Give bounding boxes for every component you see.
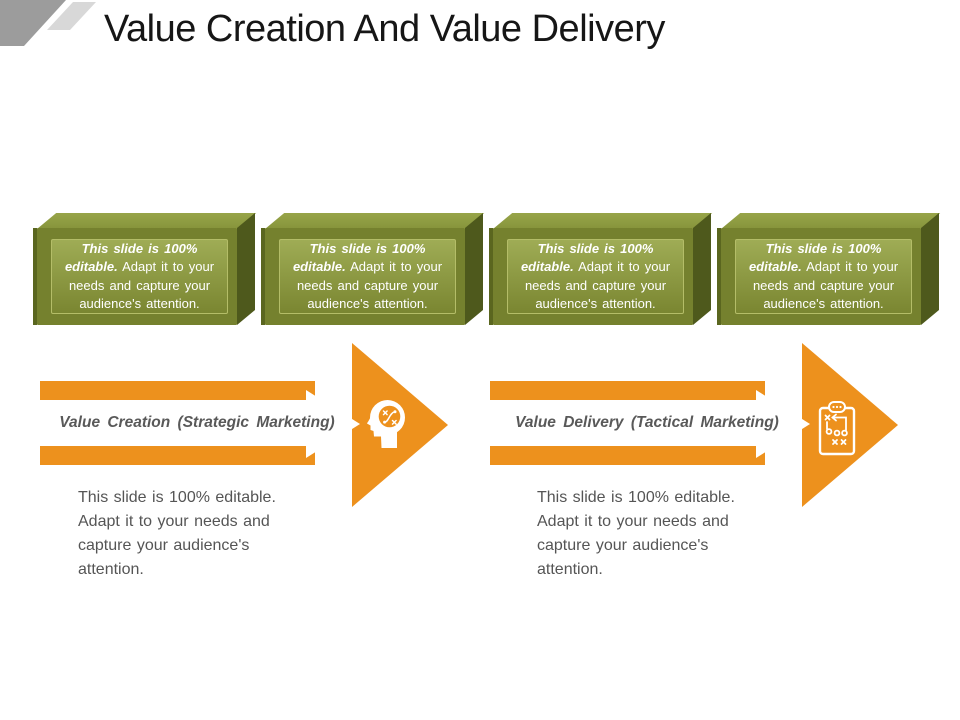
editable-box-1: This slide is 100% editable. Adapt it to…	[33, 213, 257, 325]
clipboard-tactics-icon	[818, 401, 856, 456]
box-inner-panel: This slide is 100% editable. Adapt it to…	[279, 239, 456, 314]
box-left-edge	[33, 228, 37, 325]
box-text-highlight: This slide is 100% editable.	[520, 240, 654, 275]
box-top-face	[721, 213, 941, 229]
arrow-top-bar	[40, 381, 315, 400]
arrow-label: Value Delivery (Tactical Marketing)	[515, 414, 779, 431]
box-left-edge	[717, 228, 721, 325]
box-text-highlight: This slide is 100% editable.	[748, 240, 882, 275]
arrow-top-bar	[490, 381, 765, 400]
corner-dark-shape	[0, 0, 66, 46]
box-side-face	[465, 213, 483, 325]
editable-box-4: This slide is 100% editable. Adapt it to…	[717, 213, 941, 325]
box-front-face: This slide is 100% editable. Adapt it to…	[265, 228, 465, 325]
process-arrow-value-creation: Value Creation (Strategic Marketing)	[40, 343, 450, 508]
box-top-face	[493, 213, 713, 229]
page-title: Value Creation And Value Delivery	[104, 8, 665, 50]
arrow-head	[802, 343, 898, 507]
box-text: This slide is 100% editable. Adapt it to…	[736, 240, 911, 314]
arrow-bottom-bar	[40, 446, 315, 465]
box-side-face	[921, 213, 939, 325]
box-side-face	[237, 213, 255, 325]
process-arrow-value-delivery: Value Delivery (Tactical Marketing)	[490, 343, 900, 508]
box-front-face: This slide is 100% editable. Adapt it to…	[721, 228, 921, 325]
box-text-body: Adapt it to your needs and capture your …	[296, 259, 443, 311]
corner-light-shape	[47, 2, 96, 30]
box-left-edge	[261, 228, 265, 325]
box-text-body: Adapt it to your needs and capture your …	[524, 259, 671, 311]
box-top-face	[265, 213, 485, 229]
box-text-body: Adapt it to your needs and capture your …	[68, 259, 215, 311]
editable-box-3: This slide is 100% editable. Adapt it to…	[489, 213, 713, 325]
box-left-edge	[489, 228, 493, 325]
box-front-face: This slide is 100% editable. Adapt it to…	[37, 228, 237, 325]
box-front-face: This slide is 100% editable. Adapt it to…	[493, 228, 693, 325]
box-text-body: Adapt it to your needs and capture your …	[752, 259, 899, 311]
corner-decoration	[0, 0, 96, 46]
box-text: This slide is 100% editable. Adapt it to…	[52, 240, 227, 314]
box-inner-panel: This slide is 100% editable. Adapt it to…	[51, 239, 228, 314]
arrow-shape-svg	[490, 343, 898, 507]
arrow-label: Value Creation (Strategic Marketing)	[59, 414, 335, 431]
box-text: This slide is 100% editable. Adapt it to…	[280, 240, 455, 314]
arrow-shape-svg	[40, 343, 448, 507]
box-inner-panel: This slide is 100% editable. Adapt it to…	[507, 239, 684, 314]
box-text-highlight: This slide is 100% editable.	[292, 240, 426, 275]
arrow-description: This slide is 100% editable. Adapt it to…	[78, 489, 276, 578]
box-text: This slide is 100% editable. Adapt it to…	[508, 240, 683, 314]
arrow-inner-white-head	[756, 390, 810, 458]
arrow-inner-white-head	[306, 390, 360, 458]
arrow-description: This slide is 100% editable. Adapt it to…	[537, 489, 735, 578]
box-text-highlight: This slide is 100% editable.	[64, 240, 198, 275]
box-top-face	[37, 213, 257, 229]
box-inner-panel: This slide is 100% editable. Adapt it to…	[735, 239, 912, 314]
arrow-bottom-bar	[490, 446, 765, 465]
editable-box-2: This slide is 100% editable. Adapt it to…	[261, 213, 485, 325]
box-side-face	[693, 213, 711, 325]
head-strategy-icon	[367, 400, 405, 448]
